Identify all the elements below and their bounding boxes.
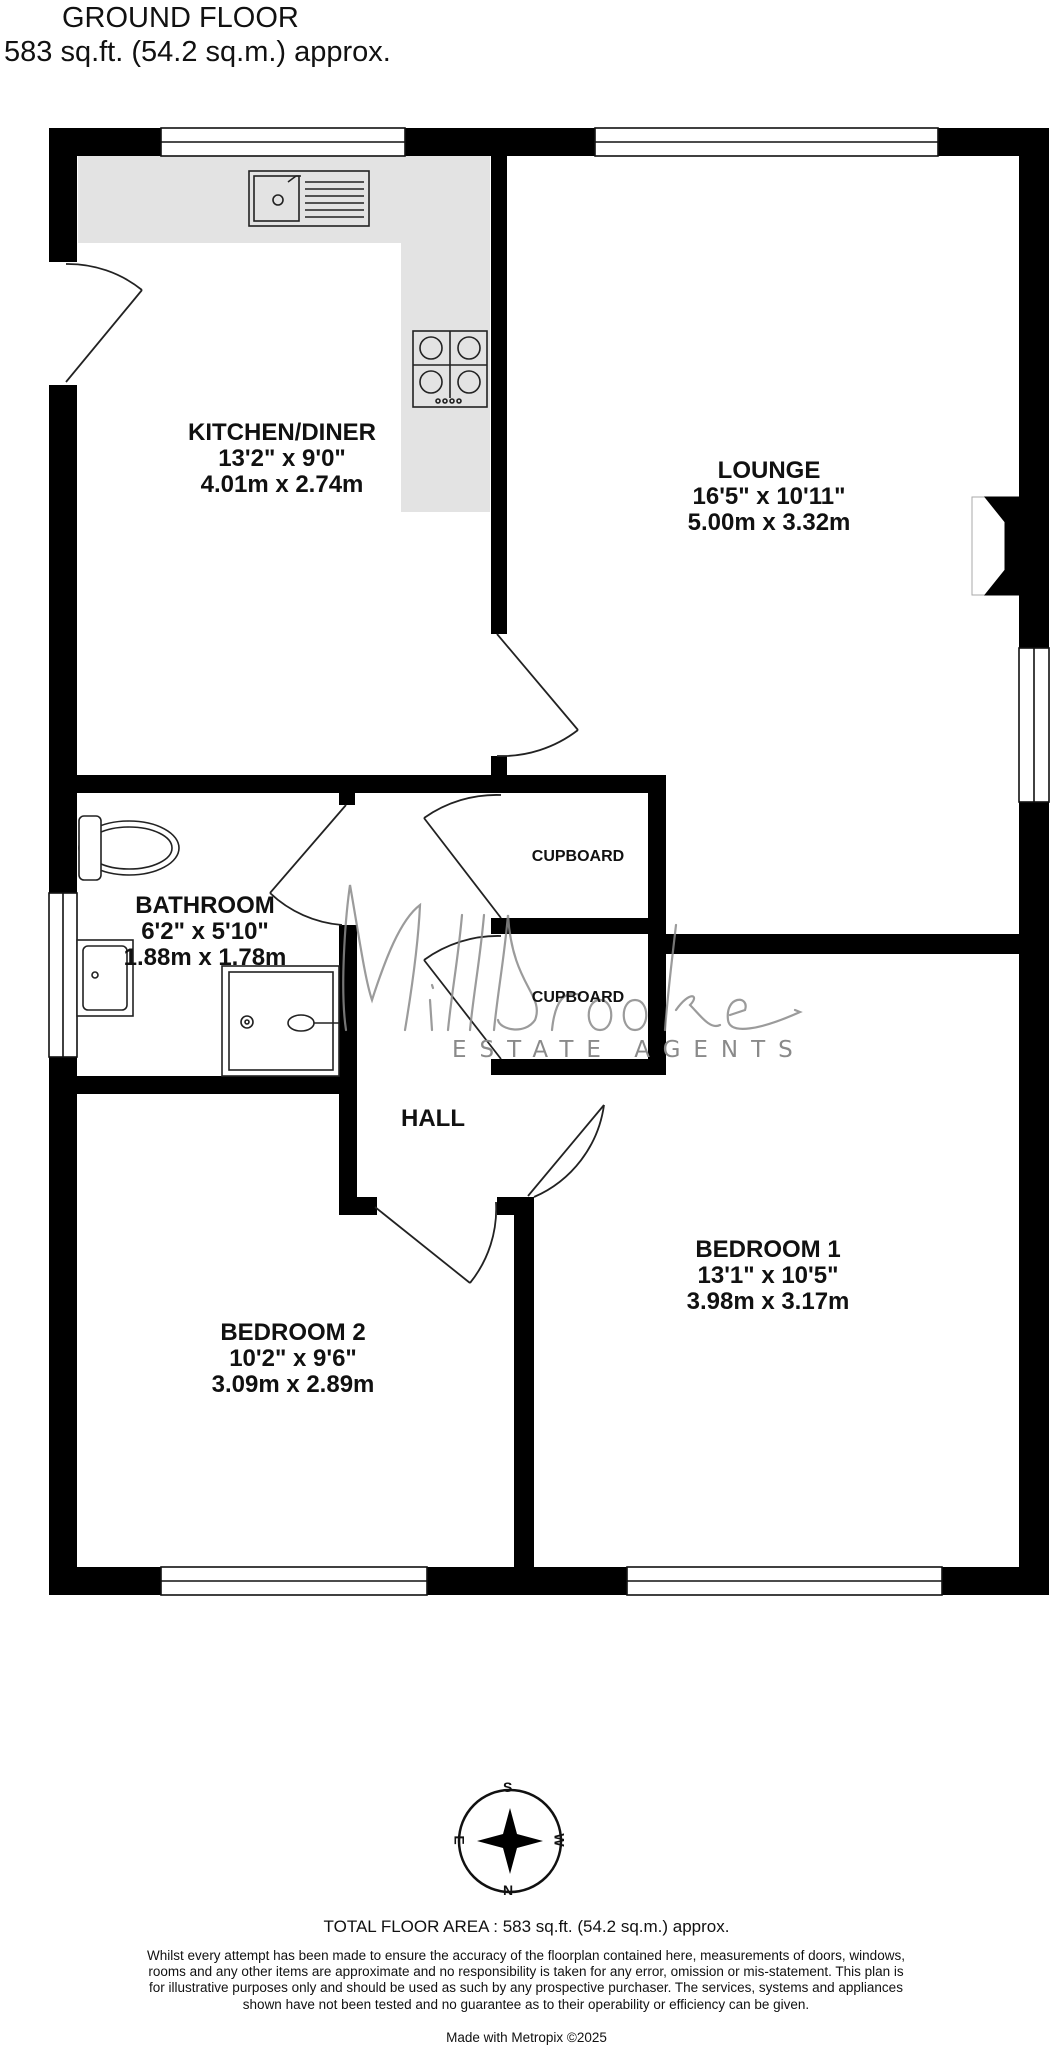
- bedroom-2-metric: 3.09m x 2.89m: [211, 1370, 375, 1398]
- bedroom-1-metric: 3.98m x 3.17m: [686, 1287, 850, 1315]
- lounge-metric: 5.00m x 3.32m: [687, 508, 851, 536]
- watermark-logo: [342, 884, 803, 1032]
- lounge-imperial: 16'5" x 10'11": [692, 482, 846, 510]
- washbasin: [76, 939, 134, 1017]
- bedroom-2-label: BEDROOM 2 10'2" x 9'6" 3.09m x 2.89m: [212, 1320, 375, 1398]
- bedroom-2-name: BEDROOM 2: [220, 1319, 366, 1346]
- cupboard-2-label: CUPBOARD: [531, 989, 625, 1006]
- windows: [48, 127, 1050, 1596]
- compass-south-label: S: [503, 1779, 513, 1795]
- kitchen-sink: [248, 170, 370, 227]
- bathroom-name: BATHROOM: [135, 892, 275, 919]
- kitchen-worktop: [78, 156, 490, 512]
- fireplace: [971, 496, 1020, 596]
- watermark-tagline: ESTATE AGENTS: [452, 1037, 806, 1063]
- bedroom-2-imperial: 10'2" x 9'6": [229, 1344, 357, 1372]
- lounge-label: LOUNGE 16'5" x 10'11" 5.00m x 3.32m: [688, 458, 851, 536]
- bedroom-1-name: BEDROOM 1: [695, 1236, 841, 1263]
- bathroom-label: BATHROOM 6'2" x 5'10" 1.88m x 1.78m: [124, 893, 287, 971]
- toilet: [78, 815, 180, 881]
- walls: [49, 128, 1049, 1595]
- compass-star: [477, 1808, 543, 1874]
- compass-north-label: N: [503, 1882, 514, 1898]
- total-floor-area: TOTAL FLOOR AREA : 583 sq.ft. (54.2 sq.m…: [323, 1917, 730, 1936]
- kitchen-label: KITCHEN/DINER 13'2" x 9'0" 4.01m x 2.74m: [188, 420, 376, 498]
- compass-west-label: W: [551, 1833, 568, 1847]
- hall-label: HALL: [401, 1106, 465, 1132]
- bathroom-metric: 1.88m x 1.78m: [123, 943, 287, 971]
- compass-east-label: E: [451, 1835, 468, 1845]
- bathroom-imperial: 6'2" x 5'10": [141, 917, 269, 945]
- kitchen-name: KITCHEN/DINER: [187, 419, 377, 446]
- made-with: Made with Metropix ©2025: [446, 2030, 607, 2045]
- hall-name: HALL: [401, 1105, 465, 1132]
- floor-area: 583 sq.ft. (54.2 sq.m.) approx.: [4, 36, 391, 68]
- bedroom-1-label: BEDROOM 1 13'1" x 10'5" 3.98m x 3.17m: [687, 1237, 850, 1315]
- compass: [457, 1788, 563, 1894]
- kitchen-hob: [412, 330, 488, 408]
- doors: [65, 263, 605, 1284]
- kitchen-imperial: 13'2" x 9'0": [218, 444, 346, 472]
- disclaimer: Whilst every attempt has been made to en…: [147, 1948, 905, 2012]
- floor-title: GROUND FLOOR: [62, 2, 299, 34]
- cupboard-1-label: CUPBOARD: [531, 848, 625, 865]
- bedroom-1-imperial: 13'1" x 10'5": [697, 1261, 839, 1289]
- lounge-name: LOUNGE: [717, 457, 821, 484]
- kitchen-metric: 4.01m x 2.74m: [200, 470, 364, 498]
- shower-tray: [221, 965, 340, 1077]
